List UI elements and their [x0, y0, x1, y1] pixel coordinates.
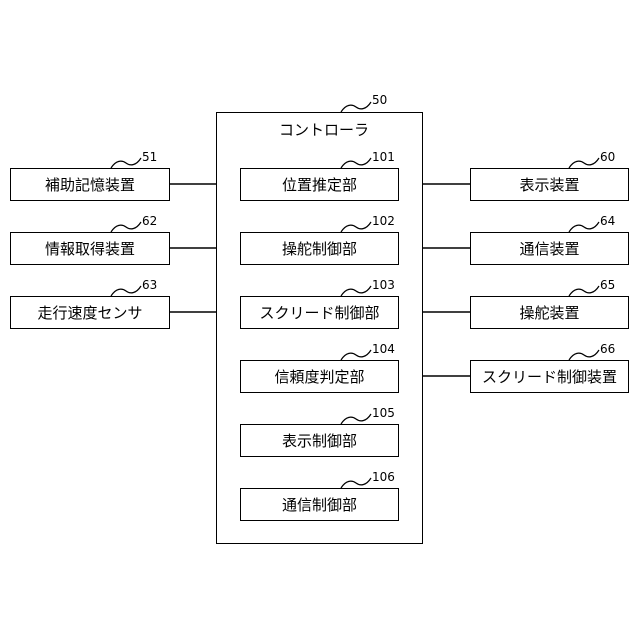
auxiliary-storage-device: 補助記憶装置	[10, 168, 170, 201]
communication-control-unit: 通信制御部	[240, 488, 399, 521]
leader-60	[568, 156, 600, 170]
controller-leader	[340, 100, 372, 114]
ref-51: 51	[142, 151, 157, 163]
display-device: 表示装置	[470, 168, 629, 201]
controller-label: コントローラ	[279, 119, 369, 140]
leader-105	[340, 412, 372, 426]
leader-64	[568, 220, 600, 234]
ref-60: 60	[600, 151, 615, 163]
steering-device: 操舵装置	[470, 296, 629, 329]
leader-106	[340, 476, 372, 490]
screed-control-device: スクリード制御装置	[470, 360, 629, 393]
ref-64: 64	[600, 215, 615, 227]
ref-101: 101	[372, 151, 395, 163]
display-control-unit: 表示制御部	[240, 424, 399, 457]
leader-65	[568, 284, 600, 298]
leader-104	[340, 348, 372, 362]
ref-105: 105	[372, 407, 395, 419]
leader-66	[568, 348, 600, 362]
leader-63	[110, 284, 142, 298]
ref-102: 102	[372, 215, 395, 227]
leader-51	[110, 156, 142, 170]
position-estimation-unit: 位置推定部	[240, 168, 399, 201]
leader-102	[340, 220, 372, 234]
ref-65: 65	[600, 279, 615, 291]
controller-ref: 50	[372, 94, 387, 106]
leader-101	[340, 156, 372, 170]
ref-63: 63	[142, 279, 157, 291]
steering-control-unit: 操舵制御部	[240, 232, 399, 265]
ref-103: 103	[372, 279, 395, 291]
ref-66: 66	[600, 343, 615, 355]
screed-control-unit: スクリード制御部	[240, 296, 399, 329]
ref-106: 106	[372, 471, 395, 483]
ref-104: 104	[372, 343, 395, 355]
reliability-determination-unit: 信頼度判定部	[240, 360, 399, 393]
leader-103	[340, 284, 372, 298]
ref-62: 62	[142, 215, 157, 227]
communication-device: 通信装置	[470, 232, 629, 265]
information-acquisition-device: 情報取得装置	[10, 232, 170, 265]
leader-62	[110, 220, 142, 234]
travel-speed-sensor: 走行速度センサ	[10, 296, 170, 329]
